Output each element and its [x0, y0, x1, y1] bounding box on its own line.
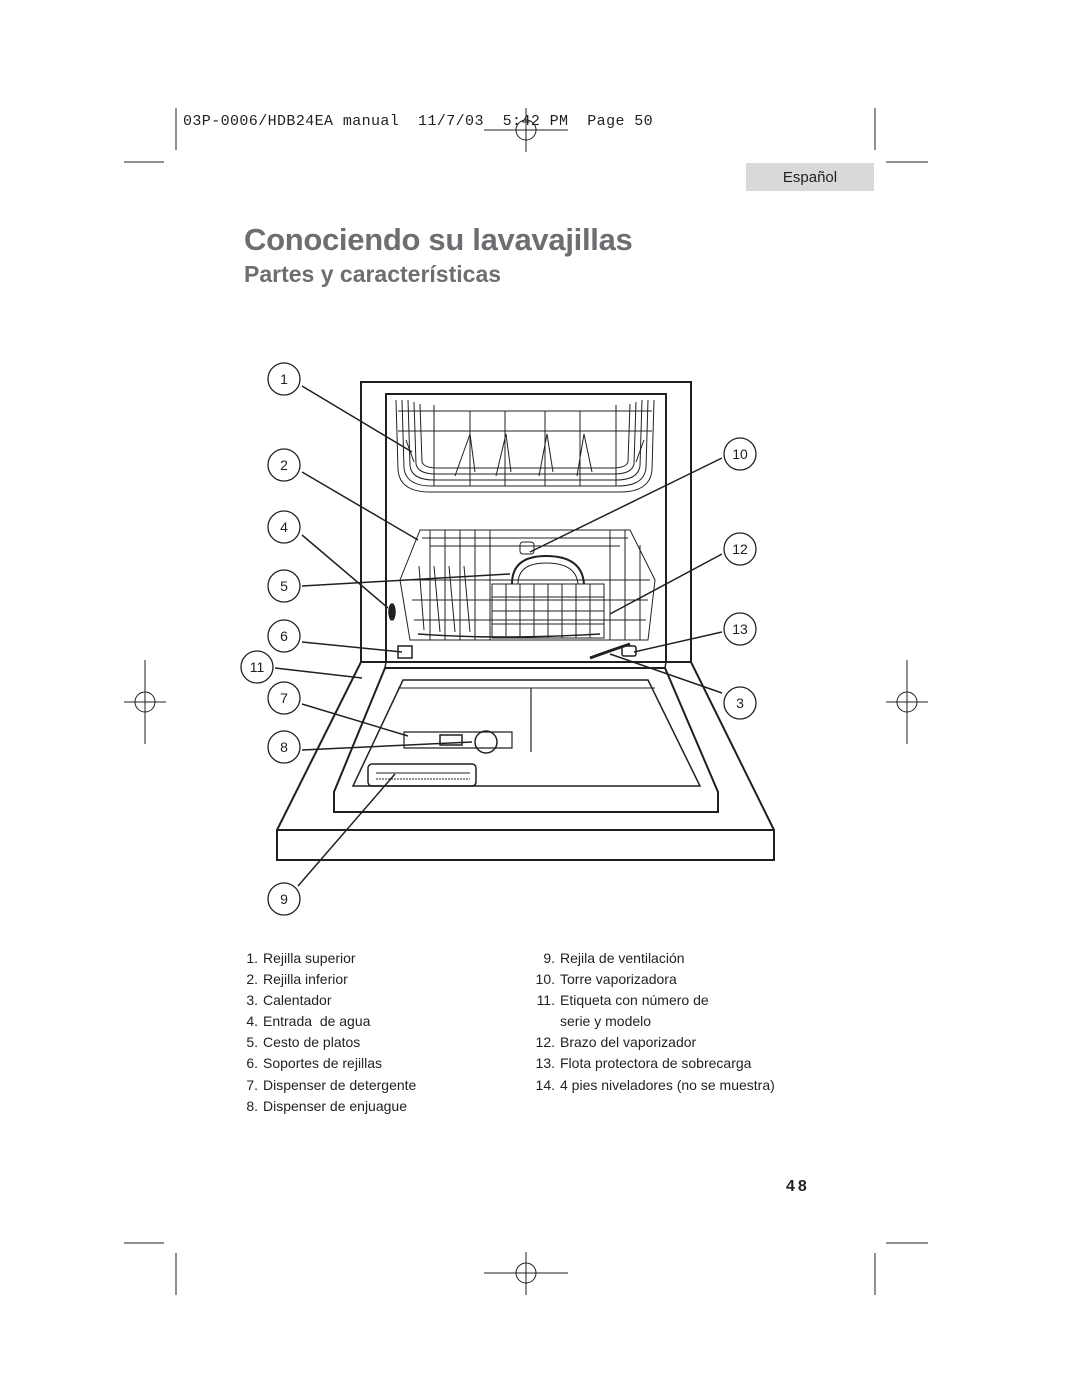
- callout-6: [267, 619, 301, 653]
- svg-text:1: 1: [280, 371, 288, 387]
- list-item: 2.Rejilla inferior: [246, 971, 348, 988]
- list-item: 12.Brazo del vaporizador: [535, 1034, 697, 1051]
- svg-text:13: 13: [732, 621, 748, 637]
- svg-text:2: 2: [280, 457, 288, 473]
- callout-labels: 1 2 4 5 6 11 7 8 9 10 12 13 3: [240, 362, 757, 916]
- svg-text:9: 9: [280, 891, 288, 907]
- callout-10: [723, 437, 757, 471]
- crop-marks: [124, 108, 928, 1295]
- callout-11: [240, 650, 274, 684]
- callout-7: [267, 681, 301, 715]
- list-item: 3.Calentador: [246, 992, 332, 1009]
- svg-text:12: 12: [732, 541, 748, 557]
- svg-text:6: 6: [280, 628, 288, 644]
- registration-mark-top: [484, 108, 568, 152]
- callout-4: [267, 510, 301, 544]
- page-title: Conociendo su lavavajillas: [244, 222, 633, 257]
- print-slug: 03P-0006/HDB24EA manual 11/7/03 5:42 PM …: [183, 113, 654, 130]
- callout-1: [267, 362, 301, 396]
- list-item: 11.Etiqueta con número de: [536, 992, 709, 1009]
- list-item: 9.Rejila de ventilación: [543, 950, 685, 966]
- tub-floor-parts: [367, 603, 637, 787]
- language-tab: Español: [746, 163, 874, 191]
- list-item-continuation: serie y modelo: [560, 1013, 652, 1030]
- callout-2: [267, 448, 301, 482]
- svg-text:10: 10: [732, 446, 748, 462]
- parts-list-right: 9.Rejila de ventilación 10.Torre vaporiz…: [527, 948, 775, 1096]
- svg-text:5: 5: [280, 578, 288, 594]
- list-item: 8.Dispenser de enjuague: [246, 1097, 407, 1114]
- parts-list-left: 1.Rejilla superior 2.Rejilla inferior 3.…: [238, 948, 416, 1117]
- callout-9: [267, 882, 301, 916]
- leader-lines: [274, 385, 723, 887]
- registration-mark-bottom: [484, 1252, 568, 1295]
- callout-8: [267, 730, 301, 764]
- list-item: 7.Dispenser de detergente: [246, 1076, 417, 1093]
- list-item: 1.Rejilla superior: [246, 950, 356, 966]
- registration-mark-left: [124, 660, 166, 744]
- callout-3: [723, 686, 757, 720]
- list-item: 10.Torre vaporizadora: [535, 971, 677, 988]
- list-item: 5.Cesto de platos: [246, 1034, 361, 1051]
- list-item: 4.Entrada de agua: [246, 1013, 371, 1030]
- svg-text:3: 3: [736, 695, 744, 711]
- lower-rack: [399, 529, 656, 641]
- list-item: 6.Soportes de rejillas: [246, 1055, 383, 1072]
- page-number: 48: [786, 1178, 810, 1195]
- callout-12: [723, 532, 757, 566]
- registration-mark-right: [886, 660, 928, 744]
- svg-text:11: 11: [250, 659, 265, 675]
- list-item: 14.4 pies niveladores (no se muestra): [535, 1076, 775, 1093]
- upper-rack: [395, 399, 655, 493]
- svg-text:8: 8: [280, 739, 288, 755]
- list-item: 13.Flota protectora de sobrecarga: [535, 1055, 752, 1072]
- callout-13: [723, 612, 757, 646]
- callout-5: [267, 569, 301, 603]
- svg-text:4: 4: [280, 519, 288, 535]
- svg-text:7: 7: [280, 690, 288, 706]
- page-subtitle: Partes y características: [244, 261, 502, 287]
- dishwasher-body: [276, 381, 775, 861]
